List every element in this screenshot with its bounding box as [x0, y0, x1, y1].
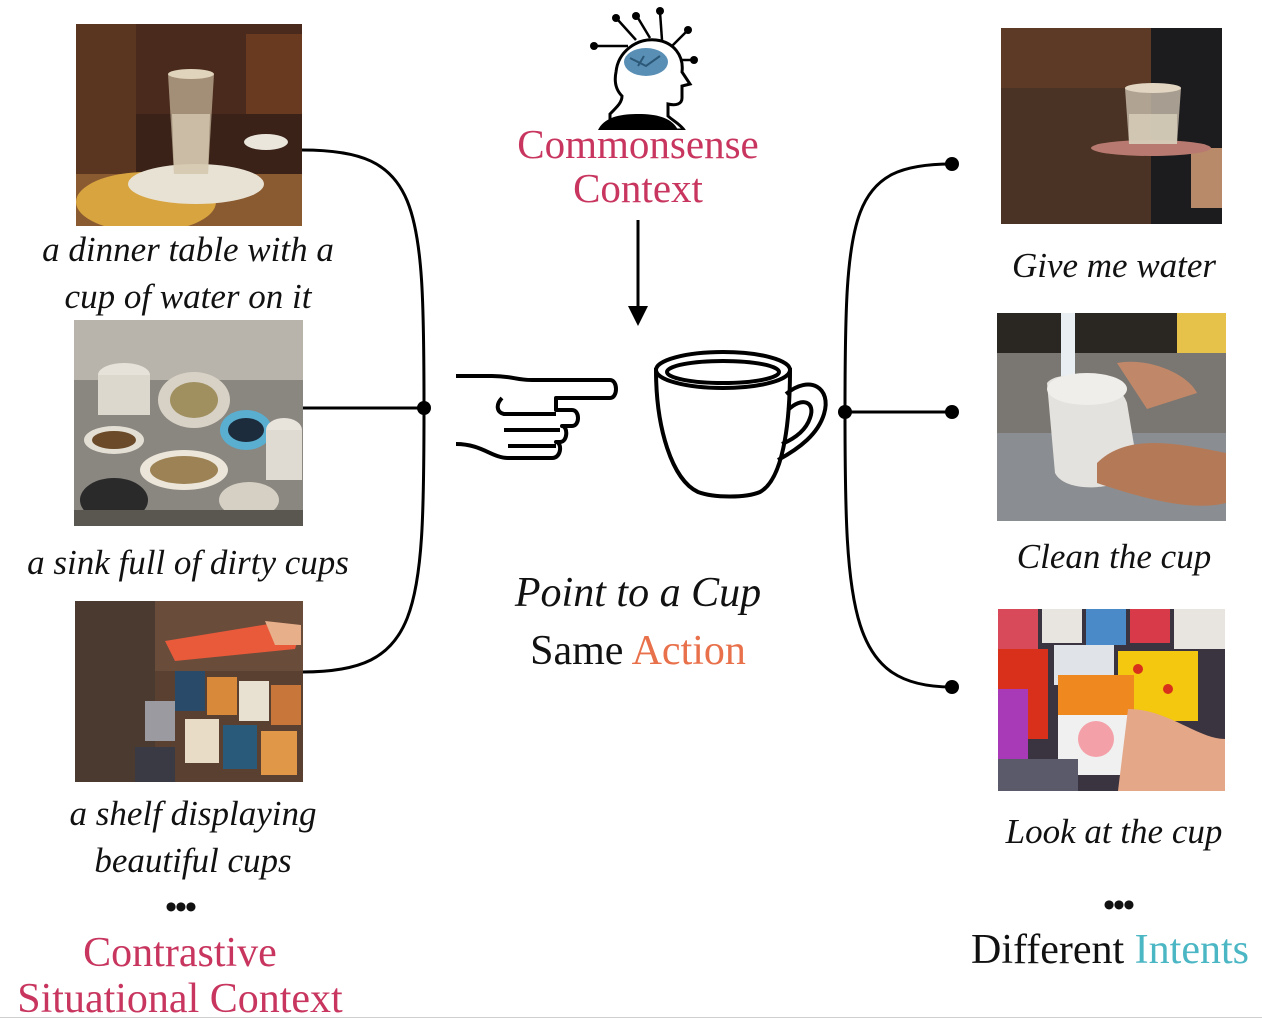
caption-dirty-sink: a sink full of dirty cups — [27, 543, 349, 582]
right-title: Different Intents — [971, 927, 1249, 973]
photo-dinner-table — [76, 24, 302, 226]
photo-give-water — [1001, 28, 1222, 224]
photo-cup-shelf — [75, 601, 303, 782]
action-label: Point to a Cup Same Action — [458, 564, 818, 680]
brain-head-icon — [588, 6, 698, 132]
pointing-hand-icon — [452, 364, 622, 468]
caption-dinner-table: a dinner table with a cup of water on it — [42, 230, 334, 316]
left-title: Contrastive Situational Context — [17, 930, 343, 1020]
left-ellipsis: ••• — [165, 889, 197, 926]
bottom-rule — [0, 1017, 1262, 1018]
photo-look-cup — [998, 609, 1225, 791]
commonsense-context-label: Commonsense Context — [517, 121, 759, 211]
caption-give-water: Give me water — [1011, 246, 1217, 285]
action-description: Point to a Cup — [514, 570, 762, 616]
photo-clean-cup — [997, 313, 1226, 521]
cup-icon — [650, 348, 830, 500]
right-ellipsis: ••• — [1103, 887, 1135, 924]
caption-cup-shelf: a shelf displaying beautiful cups — [69, 794, 317, 880]
down-arrow-icon — [628, 220, 648, 326]
same-action-label: Same Action — [530, 628, 746, 674]
caption-look-cup: Look at the cup — [1005, 812, 1223, 851]
caption-clean-cup: Clean the cup — [1016, 537, 1212, 576]
photo-dirty-sink — [74, 320, 303, 526]
